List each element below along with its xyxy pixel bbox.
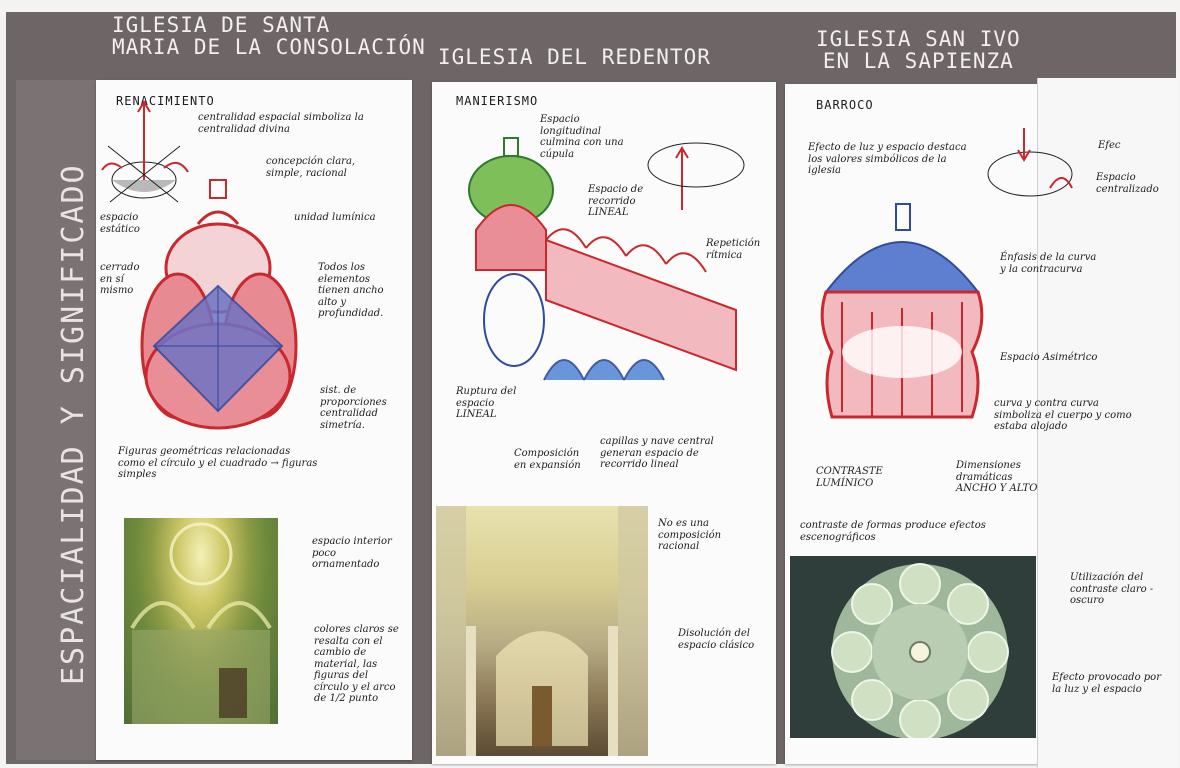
note-disolucion: Disolución del espacio clásico [678,628,758,651]
column2-title: IGLESIA DEL REDENTOR [438,46,711,68]
note-espacio-interior: espacio interior poco ornamentado [312,536,392,571]
note-cerrado: cerrado en sí mismo [100,262,140,297]
note-efecto-provocado: Efecto provocado por la luz y el espacio [1052,672,1172,695]
note-espacio-estatico: espacio estático [100,212,150,235]
note-recorrido-lineal: Espacio de recorrido LINEAL [588,184,678,219]
note-longitudinal: Espacio longitudinal culmina con una cúp… [540,114,630,160]
photo-redentor-interior [436,506,648,756]
photo-consolacion-interior [124,518,278,724]
note-repeticion: Repetición rítmica [706,238,766,261]
note-centralizado: Espacio centralizado [1096,172,1176,195]
note-enfasis: Énfasis de la curva y la contracurva [1000,252,1100,275]
note-efec: Efec [1098,140,1138,152]
style-label-barroco: BARROCO [816,98,874,112]
column3-title: IGLESIA SAN IVO EN LA SAPIENZA [816,28,1021,72]
note-colores-claros: colores claros se resalta con el cambio … [314,624,406,705]
note-figuras: Figuras geométricas relacionadas como el… [118,446,318,481]
sketch-sanivo-drum [812,202,992,452]
style-label-manierismo: MANIERISMO [456,94,538,108]
photo-sanivo-dome [790,556,1036,738]
note-centralidad: centralidad espacial simboliza la centra… [198,112,398,135]
note-capillas: capillas y nave central generan espacio … [600,436,730,471]
note-claro-oscuro: Utilización del contraste claro - oscuro [1070,572,1166,607]
note-no-racional: No es una composición racional [658,518,738,553]
note-elementos: Todos los elementos tienen ancho alto y … [318,262,398,320]
sketch-redentor-axonometry [436,120,772,420]
note-ruptura: Ruptura del espacio LINEAL [456,386,526,421]
note-expansion: Composición en expansión [514,448,584,471]
note-curva: curva y contra curva simboliza el cuerpo… [994,398,1134,433]
side-title: ESPACIALIDAD Y SIGNIFICADO [56,163,91,685]
note-unidad-luminica: unidad lumínica [294,212,394,224]
note-contraste-formas: contraste de formas produce efectos esce… [800,520,1020,543]
note-dimensiones: Dimensiones dramáticas ANCHO Y ALTO [956,460,1046,495]
note-contraste-luminico: CONTRASTE LUMÍNICO [816,466,906,489]
note-concepcion: concepción clara, simple, racional [266,156,386,179]
sketch-sanivo-plan [980,118,1100,218]
column1-title: IGLESIA DE SANTA MARIA DE LA CONSOLACIÓN [112,14,426,58]
note-efecto-luz: Efecto de luz y espacio destaca los valo… [808,142,978,177]
note-asimetrico: Espacio Asimétrico [1000,352,1150,364]
note-proporciones: sist. de proporciones centralidad simetr… [320,385,400,431]
